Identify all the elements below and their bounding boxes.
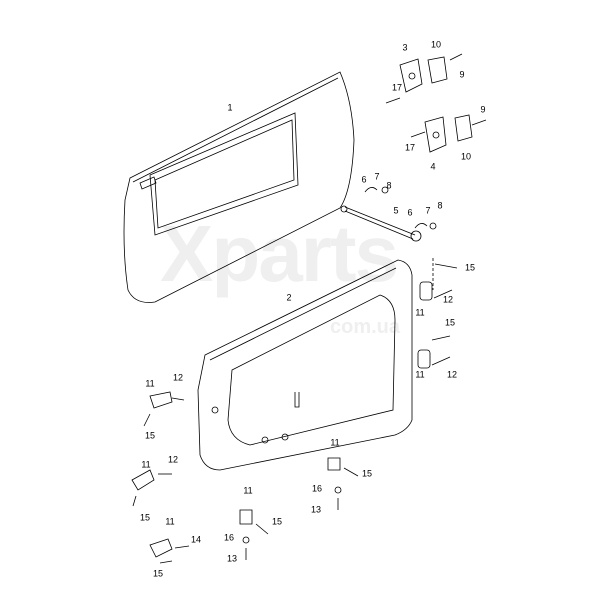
callout-11: 11 xyxy=(330,437,340,448)
callout-8: 8 xyxy=(386,180,392,191)
callout-10: 10 xyxy=(430,39,442,50)
callout-16: 16 xyxy=(223,532,235,543)
callout-9: 9 xyxy=(480,104,486,115)
callout-11: 11 xyxy=(145,378,155,389)
callout-16: 16 xyxy=(311,483,323,494)
callout-15: 15 xyxy=(144,430,156,441)
door-check-strap xyxy=(340,186,437,242)
callout-15: 15 xyxy=(464,262,476,273)
callout-6: 6 xyxy=(407,207,413,218)
hinge-lower xyxy=(410,114,487,153)
callout-5: 5 xyxy=(393,205,399,216)
callout-14: 14 xyxy=(190,534,202,545)
callout-11: 11 xyxy=(415,307,425,318)
callout-7: 7 xyxy=(425,205,431,216)
hinge-upper xyxy=(385,53,463,104)
callout-7: 7 xyxy=(374,171,380,182)
callout-15: 15 xyxy=(444,317,456,328)
callout-9: 9 xyxy=(459,69,465,80)
callout-13: 13 xyxy=(310,504,322,515)
callout-2: 2 xyxy=(286,292,292,303)
callout-11: 11 xyxy=(243,485,253,496)
callout-8: 8 xyxy=(437,200,443,211)
watermark-brand: Xparts xyxy=(160,209,399,298)
mounting-brackets xyxy=(131,258,458,564)
callout-13: 13 xyxy=(226,553,238,564)
callout-11: 11 xyxy=(415,369,425,380)
callout-15: 15 xyxy=(361,468,373,479)
callout-4: 4 xyxy=(430,161,436,172)
callout-10: 10 xyxy=(460,151,472,162)
callout-15: 15 xyxy=(271,516,283,527)
callout-12: 12 xyxy=(446,369,458,380)
callout-11: 11 xyxy=(165,516,175,527)
callout-11: 11 xyxy=(141,459,151,470)
callout-12: 12 xyxy=(167,454,179,465)
watermark-domain: com.ua xyxy=(330,316,401,338)
callout-17: 17 xyxy=(391,82,403,93)
callout-1: 1 xyxy=(227,102,233,113)
callout-15: 15 xyxy=(152,568,164,579)
part-1-door-outer-panel xyxy=(123,71,355,303)
callout-6: 6 xyxy=(361,174,367,185)
callout-15: 15 xyxy=(139,512,151,523)
callout-12: 12 xyxy=(442,294,454,305)
callout-17: 17 xyxy=(404,142,416,153)
callout-12: 12 xyxy=(172,372,184,383)
part-2-door-inner-frame xyxy=(197,259,413,471)
callout-3: 3 xyxy=(402,42,408,53)
